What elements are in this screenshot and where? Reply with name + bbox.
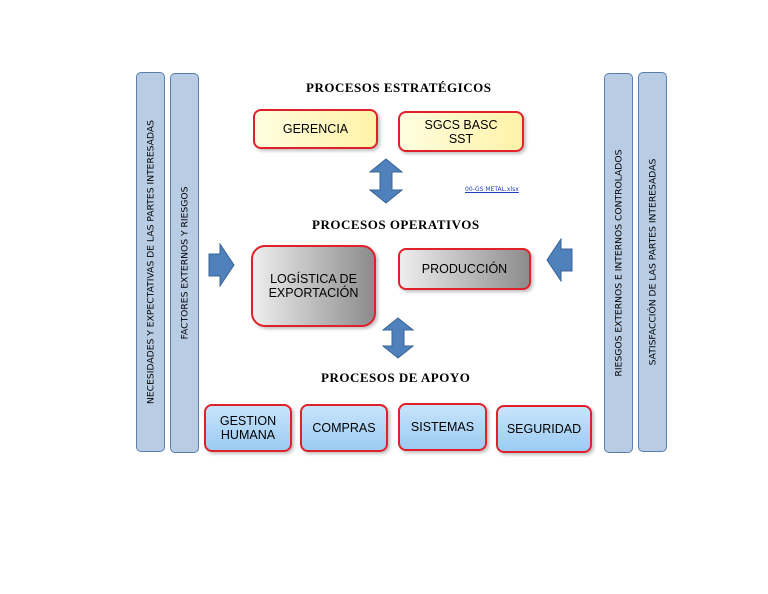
double-vertical-arrow-icon <box>369 158 403 204</box>
right-arrow-icon <box>208 243 235 287</box>
box-sgcs-basc-sst: SGCS BASC SST <box>398 111 524 152</box>
box-logistica-exportacion-label: LOGÍSTICA DE EXPORTACIÓN <box>268 272 359 300</box>
excel-file-link[interactable]: 00-GS METAL.xlsx <box>465 186 519 193</box>
box-sistemas: SISTEMAS <box>398 403 487 451</box>
left-outer-bar-label: NECESIDADES Y EXPECTATIVAS DE LAS PARTES… <box>145 120 156 404</box>
box-seguridad-label: SEGURIDAD <box>506 422 582 436</box>
box-sistemas-label: SISTEMAS <box>410 420 475 434</box>
left-outer-bar: NECESIDADES Y EXPECTATIVAS DE LAS PARTES… <box>136 72 165 452</box>
box-compras: COMPRAS <box>300 404 388 452</box>
right-inner-bar-label: RIESGOS EXTERNOS E INTERNOS CONTROLADOS <box>613 149 624 377</box>
left-inner-bar: FACTORES EXTERNOS Y RIESGOS <box>170 73 199 453</box>
right-outer-bar: SATISFACCIÓN DE LAS PARTES INTERESADAS <box>638 72 667 452</box>
box-gestion-humana: GESTION HUMANA <box>204 404 292 452</box>
operational-processes-title: PROCESOS OPERATIVOS <box>312 217 480 232</box>
strategic-processes-title: PROCESOS ESTRATÉGICOS <box>306 80 492 95</box>
support-processes-title: PROCESOS DE APOYO <box>321 370 471 385</box>
box-sgcs-basc-sst-label: SGCS BASC SST <box>424 117 498 146</box>
right-outer-bar-label: SATISFACCIÓN DE LAS PARTES INTERESADAS <box>647 158 658 366</box>
box-produccion-label: PRODUCCIÓN <box>421 262 508 276</box>
box-gerencia-label: GERENCIA <box>282 122 349 136</box>
double-vertical-arrow-icon <box>382 317 414 359</box>
left-arrow-icon <box>546 238 573 282</box>
box-logistica-exportacion: LOGÍSTICA DE EXPORTACIÓN <box>251 245 376 327</box>
box-produccion: PRODUCCIÓN <box>398 248 531 290</box>
box-gestion-humana-label: GESTION HUMANA <box>219 414 277 442</box>
right-inner-bar: RIESGOS EXTERNOS E INTERNOS CONTROLADOS <box>604 73 633 453</box>
box-gerencia: GERENCIA <box>253 109 378 149</box>
left-inner-bar-label: FACTORES EXTERNOS Y RIESGOS <box>179 186 190 340</box>
box-seguridad: SEGURIDAD <box>496 405 592 453</box>
box-compras-label: COMPRAS <box>312 421 376 435</box>
